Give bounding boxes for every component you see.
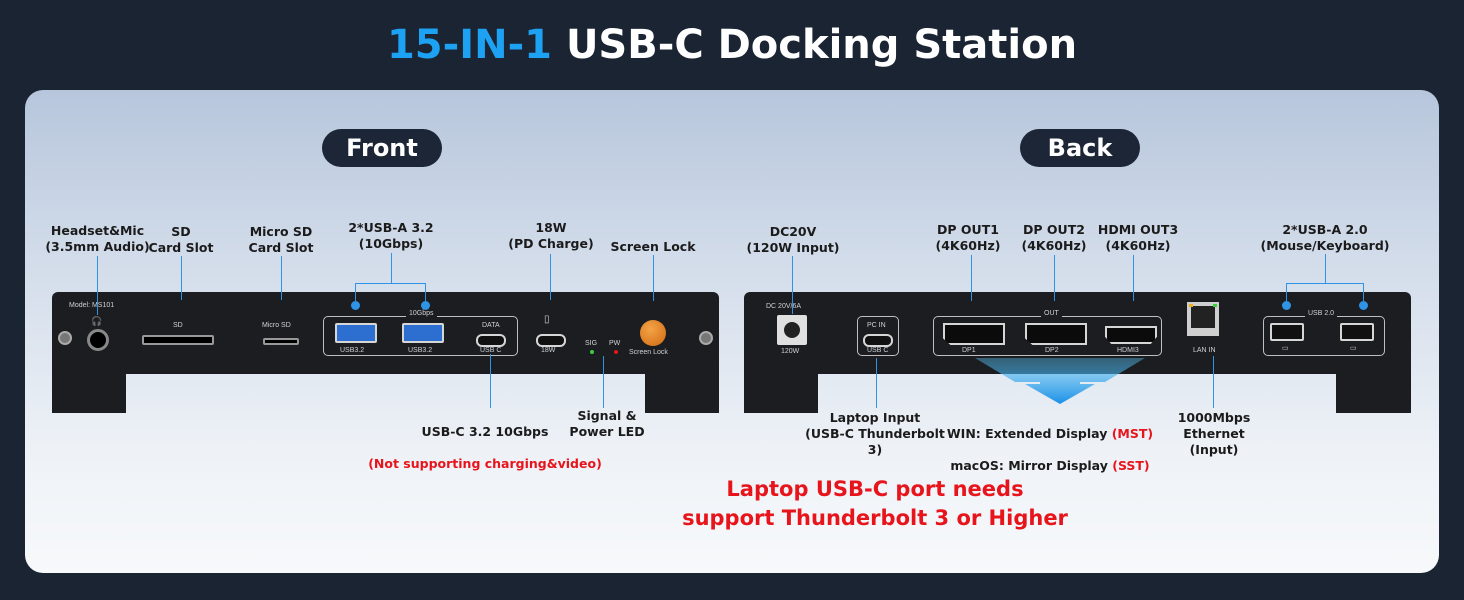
hdmi-text: HDMI3	[1117, 347, 1139, 354]
label-headset: Headset&Mic (3.5mm Audio)	[45, 223, 150, 254]
usb-a-keyboard-port[interactable]	[1340, 323, 1374, 341]
display-win: WIN: Extended Display	[946, 426, 1112, 441]
label-usbc32-note: (Not supporting charging&video)	[368, 456, 602, 471]
screw-icon	[699, 331, 713, 345]
usb32-text: USB3.2	[408, 347, 433, 354]
display-arrow-icon	[975, 358, 1145, 404]
dp2-text: DP2	[1045, 347, 1059, 354]
usbc-text: USB C	[480, 347, 502, 354]
dp2-port[interactable]	[1025, 323, 1087, 345]
title-rest: USB-C Docking Station	[565, 22, 1078, 68]
model-text: Model: MS101	[69, 302, 115, 309]
usb-c-data-port[interactable]	[476, 334, 506, 347]
120w-text: 120W	[781, 348, 800, 355]
sd-text: SD	[173, 322, 183, 329]
sd-slot[interactable]	[142, 335, 214, 345]
title-highlight: 15-IN-1	[386, 22, 552, 68]
label-hdmi3: HDMI OUT3 (4K60Hz)	[1097, 222, 1179, 253]
label-led: Signal & Power LED	[569, 408, 645, 439]
label-usbc32: USB-C 3.2 10Gbps (Not supporting chargin…	[365, 408, 605, 472]
screenlock-text: Screen Lock	[629, 349, 668, 356]
label-ethernet: 1000Mbps Ethernet (Input)	[1177, 410, 1251, 457]
label-usba20: 2*USB-A 2.0 (Mouse/Keyboard)	[1260, 222, 1390, 253]
label-microsd: Micro SD Card Slot	[248, 224, 314, 255]
screw-icon	[58, 331, 72, 345]
speed-text: 10Gbps	[406, 310, 437, 317]
sig-led	[590, 350, 594, 354]
display-mac: macOS: Mirror Display	[950, 458, 1113, 473]
usb-a-port[interactable]	[335, 323, 377, 343]
usb-a-port[interactable]	[402, 323, 444, 343]
label-screenlock: Screen Lock	[610, 239, 696, 254]
pcin-text: PC IN	[867, 322, 886, 329]
usbc-back-text: USB C	[867, 347, 889, 354]
usb20-text: USB 2.0	[1305, 310, 1338, 317]
content-panel: Front Back Headset&Mic (3.5mm Audio) SD …	[25, 90, 1439, 573]
label-usbc32-main: USB-C 3.2 10Gbps	[421, 424, 549, 439]
label-dp1: DP OUT1 (4K60Hz)	[935, 222, 1001, 253]
label-laptop: Laptop Input (USB-C Thunderbolt 3)	[805, 410, 945, 457]
audio-jack[interactable]	[87, 329, 109, 351]
label-pd: 18W (PD Charge)	[508, 220, 594, 251]
screen-lock-button[interactable]	[640, 320, 666, 346]
dp1-port[interactable]	[943, 323, 1005, 345]
pw-text: PW	[609, 340, 621, 347]
label-dc: DC20V (120W Input)	[746, 224, 840, 255]
usb-c-pd-port[interactable]	[536, 334, 566, 347]
sig-text: SIG	[585, 340, 598, 347]
label-display: WIN: Extended Display (MST) macOS: Mirro…	[945, 410, 1155, 474]
hdmi-port[interactable]	[1105, 326, 1157, 344]
front-heading: Front	[322, 129, 442, 167]
headset-icon: 🎧	[91, 316, 103, 326]
label-dp2: DP OUT2 (4K60Hz)	[1021, 222, 1087, 253]
thunderbolt-note: Laptop USB-C port needs support Thunderb…	[682, 477, 1068, 530]
dc-text: DC 20V/6A	[766, 303, 802, 310]
display-mac-tag: (SST)	[1112, 458, 1150, 473]
dp1-text: DP1	[962, 347, 976, 354]
pcin-group	[857, 316, 899, 356]
display-win-tag: (MST)	[1111, 426, 1154, 441]
label-usba32: 2*USB-A 3.2 (10Gbps)	[348, 220, 434, 251]
usb32-text: USB3.2	[340, 347, 365, 354]
page-title: 15-IN-1 USB-C Docking Station	[0, 22, 1464, 68]
mouse-icon: ▭	[1282, 345, 1289, 352]
dc-jack[interactable]	[777, 315, 807, 345]
back-heading: Back	[1020, 129, 1140, 167]
label-sd: SD Card Slot	[148, 224, 214, 255]
microsd-text: Micro SD	[262, 322, 291, 329]
charge-icon: ▯	[544, 314, 550, 325]
lan-text: LAN IN	[1193, 347, 1216, 354]
data-text: DATA	[482, 322, 500, 329]
pw-led	[614, 350, 618, 354]
18w-text: 18W	[541, 347, 556, 354]
keyboard-icon: ▭	[1350, 345, 1357, 352]
usb-a-mouse-port[interactable]	[1270, 323, 1304, 341]
usb-c-pc-in-port[interactable]	[863, 334, 893, 347]
microsd-slot[interactable]	[263, 338, 299, 345]
out-text: OUT	[1041, 310, 1062, 317]
lan-port[interactable]	[1187, 302, 1219, 336]
